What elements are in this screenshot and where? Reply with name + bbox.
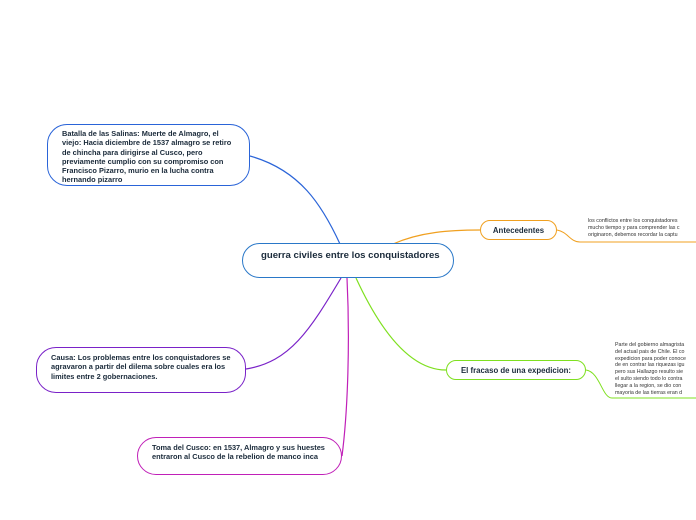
topic-antecedentes[interactable]: Antecedentes [480,220,557,240]
topic-batalla-salinas-text: Batalla de las Salinas: Muerte de Almagr… [62,129,232,185]
topic-fracaso-expedicion-label: El fracaso de una expedicion: [460,366,572,375]
topic-antecedentes-label: Antecedentes [492,226,545,235]
note-fracaso-expedicion[interactable]: Parte del gobierno almagrista del actual… [615,342,686,396]
topic-fracaso-expedicion[interactable]: El fracaso de una expedicion: [446,360,586,380]
link-causa [245,277,342,370]
topic-toma-cusco-text: Toma del Cusco: en 1537, Almagro y sus h… [152,443,325,462]
link-fracaso-note [585,369,696,399]
central-topic[interactable]: guerra civiles entre los conquistadores [242,243,454,278]
link-antecedentes-note [556,229,696,243]
topic-batalla-salinas[interactable]: Batalla de las Salinas: Muerte de Almagr… [47,124,250,186]
link-fracaso [355,277,447,371]
note-antecedentes[interactable]: los conflictos entre los conquistadores … [588,218,680,238]
topic-causa-text: Causa: Los problemas entre los conquista… [51,353,231,381]
link-cusco [341,277,349,457]
link-antecedentes [392,229,481,245]
link-salinas [249,155,341,245]
central-topic-title: guerra civiles entre los conquistadores [261,250,440,261]
topic-causa[interactable]: Causa: Los problemas entre los conquista… [36,347,246,393]
topic-toma-cusco[interactable]: Toma del Cusco: en 1537, Almagro y sus h… [137,437,342,475]
